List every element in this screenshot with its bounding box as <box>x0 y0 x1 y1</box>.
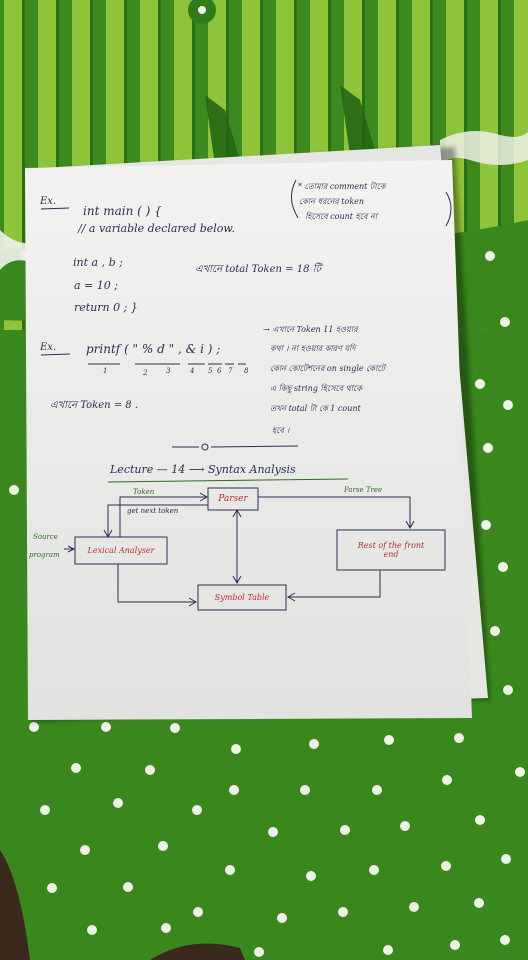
token-number: 6 <box>217 367 222 375</box>
code-line: int a , b ; <box>73 256 123 269</box>
source-label-line: Source <box>33 533 58 541</box>
side-note-line: * তোমার comment টাকে <box>298 182 386 191</box>
rest-of-front-end-label: Rest of the front end <box>337 530 445 570</box>
example2-note-line: কোন কোটেশনের on single কোটে <box>270 364 385 373</box>
example2-label-underline <box>40 353 71 356</box>
example1-total: এখানে total Token = 18 টি <box>195 264 321 275</box>
lecture-underline <box>107 478 349 483</box>
example2-note-line: এ কিছু string হিসেবে থাকে <box>270 384 362 393</box>
token-number: 8 <box>244 367 249 375</box>
token-number: 7 <box>228 367 233 375</box>
parse-tree-label: Parse Tree <box>344 486 383 494</box>
printf-statement: printf ( " % d " , & i ) ; <box>86 342 221 356</box>
lecture-title: Lecture — 14 ⟶ Syntax Analysis <box>110 463 296 476</box>
symbol-table-label: Symbol Table <box>214 592 270 602</box>
parser-box <box>207 487 259 511</box>
arrow-token-to-parser <box>119 496 206 537</box>
example2-label: Ex. <box>40 342 57 353</box>
code-line: a = 10 ; <box>74 279 118 292</box>
token-number: 5 <box>208 367 213 375</box>
rest-of-front-end-box <box>336 529 446 571</box>
example1-label-underline <box>40 207 70 210</box>
example2-note-line: হবে । <box>272 426 290 435</box>
token-number: 2 <box>143 369 148 377</box>
example2-note-line: কথা । না হওয়ার কারণ যদি <box>270 344 356 353</box>
arrow-parse-tree <box>258 496 411 528</box>
code-line: return 0 ; } <box>74 301 138 314</box>
divider-line-right <box>210 445 299 448</box>
token-number: 4 <box>190 367 195 375</box>
parser-label: Parser <box>218 493 248 504</box>
diagram-arrows <box>64 492 415 607</box>
paper-shading <box>25 160 472 720</box>
arrow-lexical-symbol-table <box>117 564 196 603</box>
get-next-token-label: get next token <box>127 507 179 515</box>
bedsheet-white-trim-right <box>440 131 528 165</box>
code-line: int main ( ) { <box>83 204 162 218</box>
divider-mark: o <box>202 437 206 444</box>
leaf-motif <box>205 85 375 165</box>
rest-of-front-end-line: end <box>383 550 399 559</box>
rest-of-front-end-line: Rest of the front <box>357 540 425 550</box>
lexical-analyser-box <box>74 536 168 565</box>
flower-motif-center <box>198 6 206 14</box>
dark-object <box>0 850 245 960</box>
arrow-front-end-symbol-table <box>288 570 381 598</box>
note-bracket-left <box>291 179 299 219</box>
symbol-table-box <box>197 584 287 611</box>
example2-note-line: → এখানে Token 11 হওয়ার <box>263 325 358 334</box>
example2-total: এখানে Token = 8 . <box>50 400 139 411</box>
token-label: Token <box>133 488 155 496</box>
diagram-boxes <box>74 487 446 611</box>
lexical-analyser-label: Lexical Analyser <box>87 545 155 555</box>
token-number: 3 <box>166 367 171 375</box>
side-note-line: কোন ধরনের token <box>299 197 365 206</box>
code-line: // a variable declared below. <box>78 222 236 235</box>
side-note-line: হিসেবে count হবে না <box>305 212 378 221</box>
arrow-get-next-token <box>107 504 208 537</box>
divider-circle <box>201 443 209 451</box>
ink-strokes <box>40 179 452 448</box>
example2-note-line: তখন total টা কে 1 count <box>270 404 361 413</box>
source-label-line: program <box>29 551 60 559</box>
note-bracket-right <box>445 191 452 227</box>
token-number: 1 <box>103 367 108 375</box>
example1-label: Ex. <box>40 196 57 207</box>
